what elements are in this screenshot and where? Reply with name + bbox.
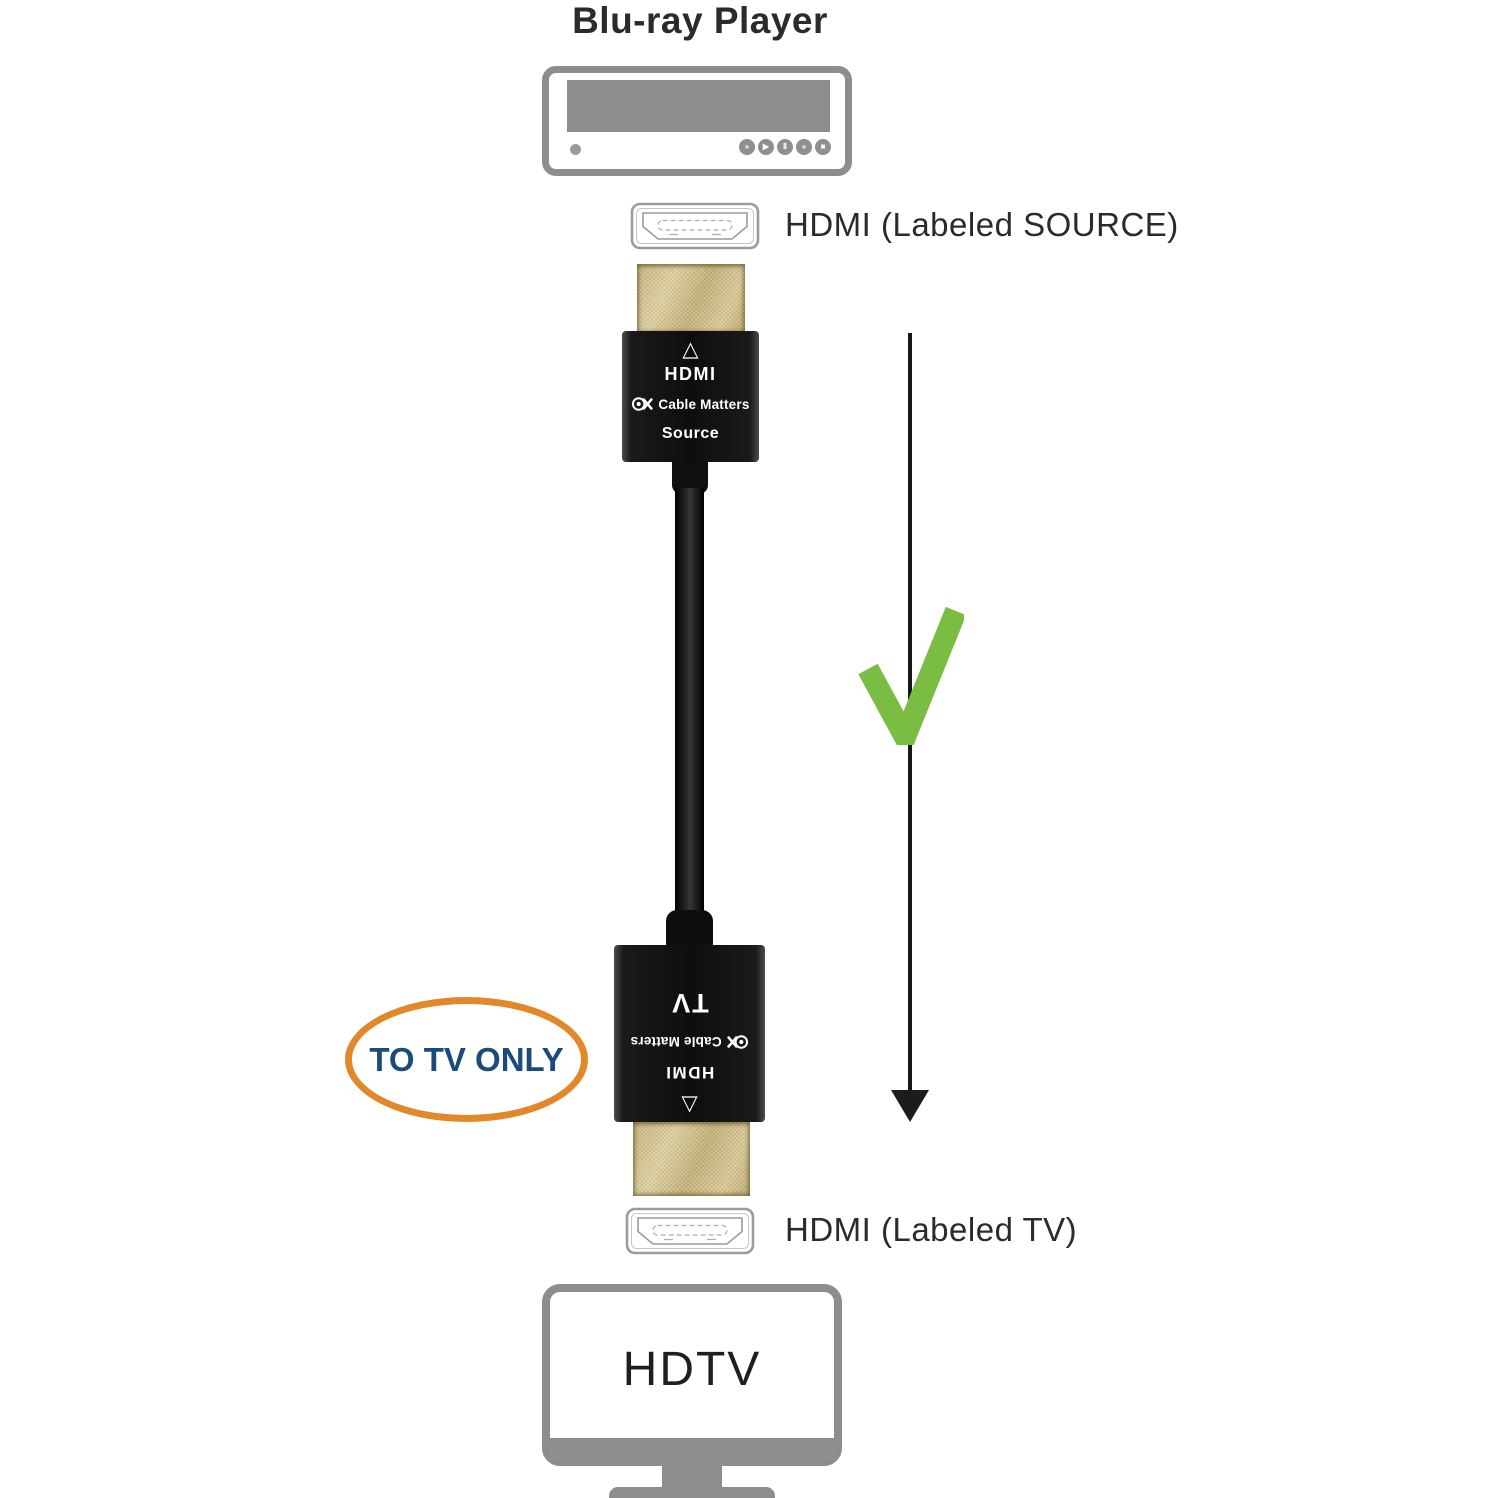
gold-plug-bottom [633,1122,750,1196]
cable-strain-relief-bottom [666,910,713,948]
connector-type-label: HDMI [664,1063,715,1082]
playback-buttons: » ▶ Ⅱ « ■ [739,139,831,155]
orientation-triangle-icon: △ [681,1094,698,1117]
connector-end-label: Source [661,425,720,442]
connector-type-label: HDMI [664,364,717,384]
blu-ray-player-illustration: » ▶ Ⅱ « ■ [542,66,852,176]
orientation-triangle-icon: △ [682,338,699,361]
brand-label: Cable Matters [658,396,750,412]
cable-matters-logo-icon [632,397,654,411]
source-port-label: HDMI (Labeled SOURCE) [785,206,1179,243]
play-icon: ▶ [758,139,774,155]
checkmark-icon [858,606,964,745]
stop-icon: ■ [815,139,831,155]
tv-stand-neck [662,1464,722,1489]
player-display-panel [567,80,830,132]
flow-arrow-head-icon [891,1090,929,1122]
power-led [570,144,581,155]
hdtv-illustration: HDTV [542,1284,842,1466]
tv-stand-base [609,1487,775,1498]
hdtv-label: HDTV [622,1343,762,1396]
brand-row: Cable Matters [630,1034,748,1050]
to-tv-only-badge: TO TV ONLY [345,997,588,1122]
pause-icon: Ⅱ [777,139,793,155]
rewind-icon: « [796,139,812,155]
gold-plug-top [637,264,745,333]
brand-label: Cable Matters [630,1034,722,1050]
monitor-chin [550,1438,834,1458]
fast-forward-icon: » [739,139,755,155]
hdmi-port-tv-icon [625,1207,755,1255]
cable-wire [675,488,704,918]
to-tv-only-label: TO TV ONLY [369,1040,564,1078]
cable-connector-tv: △ HDMI Cable Matters TV [614,945,765,1122]
tv-port-label: HDMI (Labeled TV) [785,1211,1078,1248]
cable-matters-logo-icon [726,1035,748,1049]
connector-end-label: TV [670,988,709,1018]
page-title: Blu-ray Player [572,0,828,41]
connector-tv-rotated-content: △ HDMI Cable Matters TV [614,945,765,1122]
cable-connector-source: △ HDMI Cable Matters Source [622,331,759,462]
hdmi-port-source-icon [630,202,760,250]
brand-row: Cable Matters [631,396,749,412]
